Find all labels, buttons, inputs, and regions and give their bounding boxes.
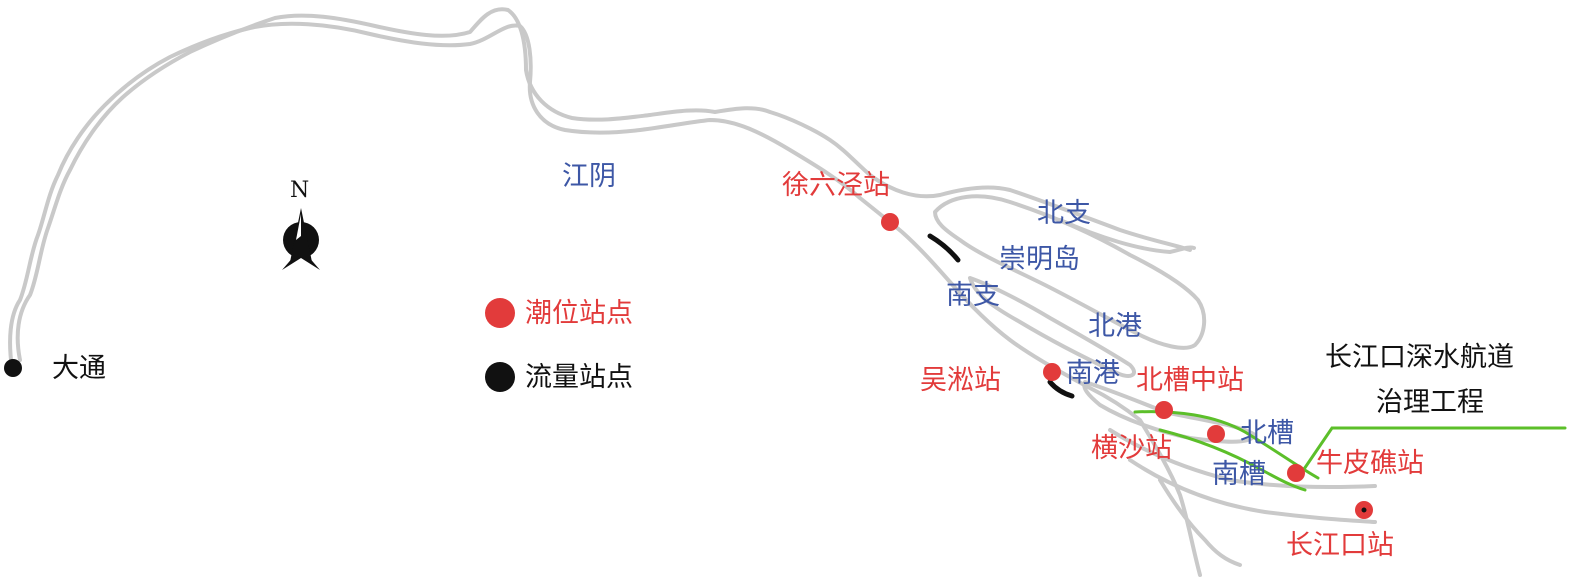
place-label-beigang: 北港 — [1088, 311, 1142, 342]
station-label-datong: 大通 — [52, 353, 106, 384]
station-label-niupijiao: 牛皮礁站 — [1316, 448, 1424, 479]
chongming-island — [933, 194, 1207, 350]
station-label-hengsha: 横沙站 — [1091, 433, 1172, 464]
southern-channel-bank-2 — [1128, 458, 1377, 524]
station-dot-xuliujing — [881, 213, 899, 231]
place-label-nangang: 南港 — [1066, 358, 1120, 389]
north-branch-outlet — [1058, 218, 1196, 254]
tide-station-legend-icon — [485, 298, 515, 328]
south-dike — [1158, 428, 1307, 492]
station-dot-wusong — [1043, 363, 1061, 381]
hengsha-island — [1082, 380, 1257, 444]
legend-item-tide: 潮位站点 — [485, 298, 633, 328]
south-bank — [8, 21, 1202, 577]
station-label-changjiangkou: 长江口站 — [1286, 530, 1394, 561]
place-label-beicao: 北槽 — [1240, 418, 1294, 449]
project-leader-line — [1298, 426, 1567, 477]
legend-label-flow: 流量站点 — [525, 361, 633, 393]
place-label-chongmingdao: 崇明岛 — [999, 244, 1080, 275]
station-dot-datong — [4, 359, 22, 377]
place-label-nanzhi: 南支 — [946, 280, 1000, 311]
place-label-nancao: 南槽 — [1212, 459, 1266, 490]
changxing-island — [968, 276, 1136, 378]
station-dots — [4, 213, 1373, 519]
north-arrow-icon — [282, 208, 320, 270]
flow-mark-wusong — [1047, 379, 1075, 399]
station-dot-niupijiao — [1287, 464, 1305, 482]
station-dot-beicaozhong — [1155, 401, 1173, 419]
southern-channel-bank — [1108, 428, 1377, 490]
station-label-xuliujing: 徐六泾站 — [782, 170, 890, 201]
station-dot-hengsha — [1207, 425, 1225, 443]
place-label-beizhi: 北支 — [1037, 198, 1091, 229]
flow-marks — [927, 233, 1075, 399]
north-label: N — [290, 178, 310, 203]
legend-label-tide: 潮位站点 — [525, 297, 633, 329]
flow-station-legend-icon — [485, 362, 515, 392]
project-label-line1: 长江口深水航道 — [1325, 342, 1514, 373]
river-banks — [8, 7, 1377, 577]
project-label-line2: 治理工程 — [1376, 387, 1484, 418]
station-label-wusong: 吴淞站 — [920, 365, 1001, 396]
station-dot-changjiangkou-center — [1361, 507, 1367, 513]
north-bank — [15, 7, 1192, 362]
place-label-jiangyin: 江阴 — [562, 161, 616, 192]
flow-mark-xuliujing — [927, 233, 961, 263]
station-label-beicaozhong: 北槽中站 — [1136, 365, 1244, 396]
legend-item-flow: 流量站点 — [485, 362, 633, 392]
south-shore — [1158, 478, 1242, 567]
